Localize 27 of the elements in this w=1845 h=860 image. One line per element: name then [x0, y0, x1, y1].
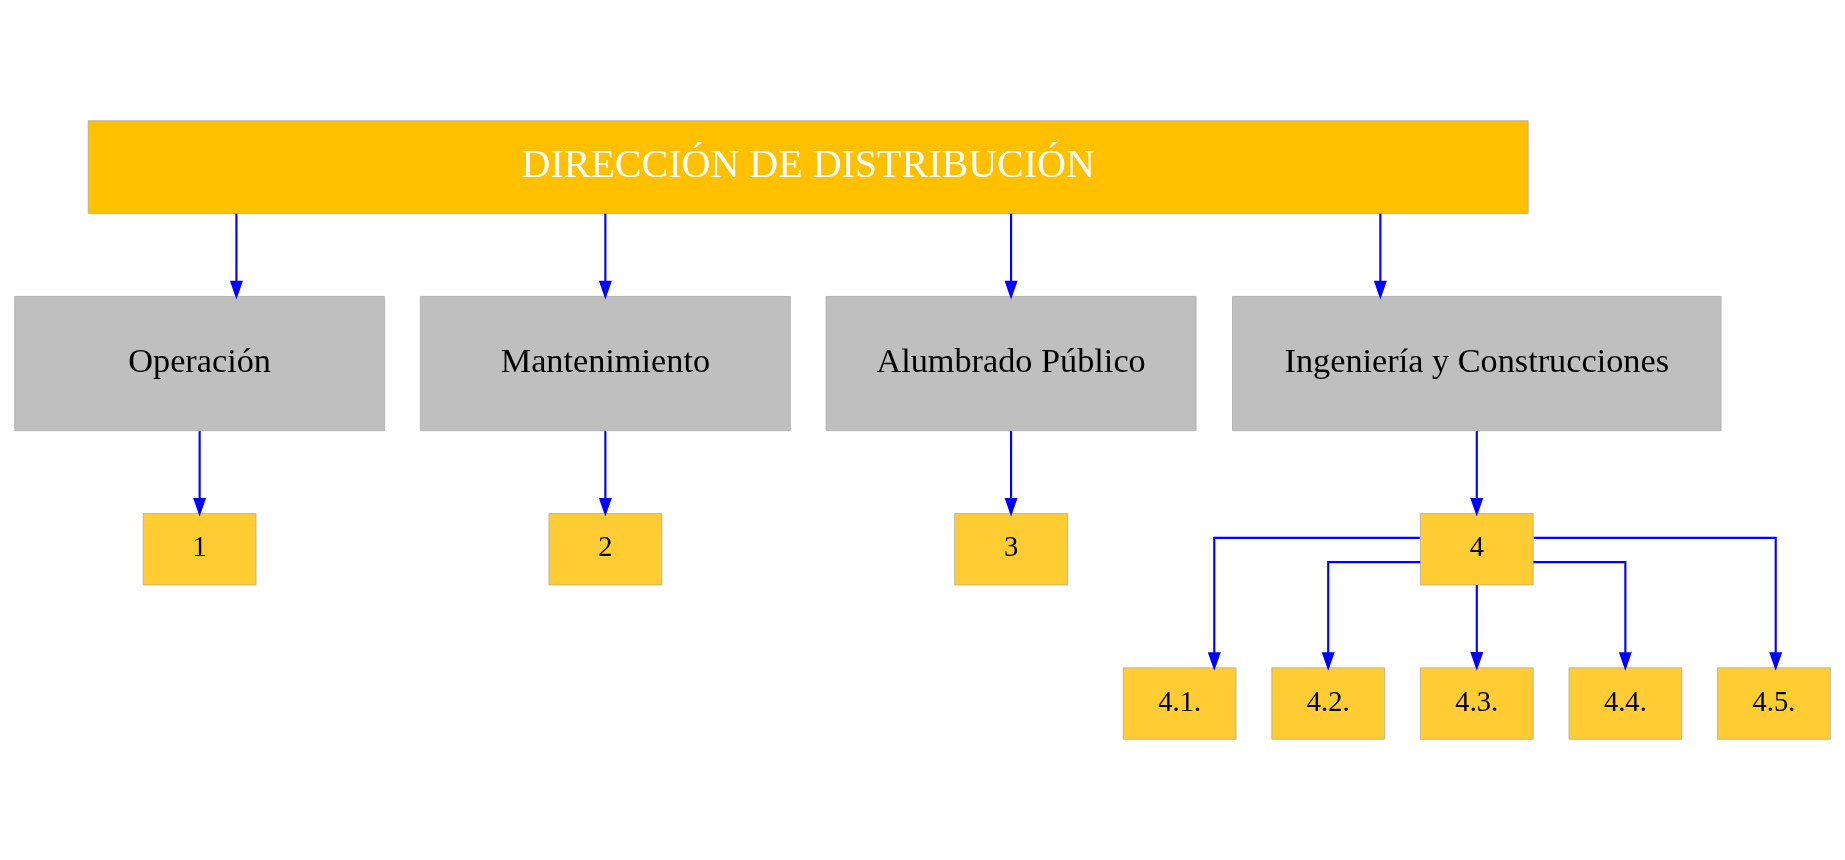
arrow — [598, 431, 612, 517]
node-box: 4.1. — [1122, 667, 1237, 740]
arrow — [1533, 536, 1783, 671]
node-box: 4.5. — [1717, 667, 1831, 740]
node-box: 1 — [142, 513, 257, 586]
arrow — [1004, 213, 1018, 300]
node-box: 3 — [954, 513, 1068, 586]
node-box: Alumbrado Público — [825, 296, 1197, 432]
node-box: 4.3. — [1420, 667, 1534, 740]
node-box: 4.2. — [1271, 667, 1385, 740]
arrow — [1533, 561, 1632, 671]
arrow — [229, 213, 243, 300]
arrow — [193, 431, 207, 517]
node-box: Ingeniería y Construcciones — [1232, 296, 1722, 432]
arrow — [1207, 536, 1420, 671]
arrow — [1321, 561, 1421, 671]
arrow — [1004, 431, 1018, 517]
node-box: 4.4. — [1568, 667, 1683, 740]
node-box: Mantenimiento — [420, 296, 791, 432]
node-box: 4 — [1420, 513, 1534, 586]
arrow — [1470, 585, 1484, 671]
node-box: Operación — [14, 296, 385, 432]
node-box: DIRECCIÓN DE DISTRIBUCIÓN — [87, 120, 1529, 214]
arrow — [1373, 213, 1387, 300]
arrow — [1470, 431, 1484, 517]
arrow — [598, 213, 612, 300]
node-box: 2 — [548, 513, 663, 586]
